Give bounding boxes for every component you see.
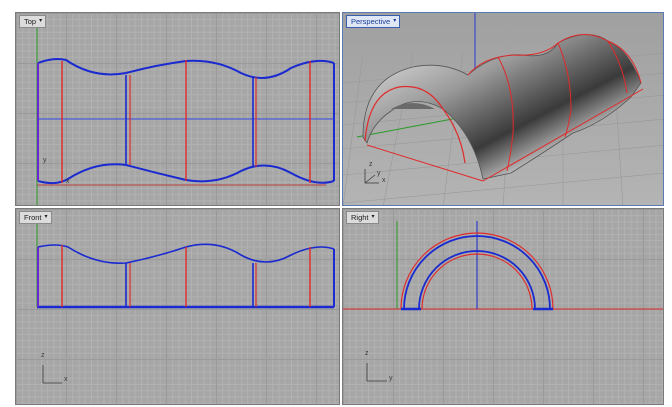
ridge-curve — [467, 34, 642, 84]
viewport-front[interactable]: Front ▾ z x — [15, 208, 340, 405]
axis-gizmo — [42, 365, 62, 384]
y-axis-line — [356, 116, 464, 138]
viewport-perspective[interactable]: Perspective ▾ — [342, 12, 664, 206]
arch-section-curve — [607, 40, 628, 94]
axis-label-z: z — [41, 352, 45, 359]
viewport-tab-top[interactable]: Top ▾ — [19, 15, 47, 28]
front-view-geometry — [36, 221, 335, 384]
axis-label-z: z — [369, 161, 373, 168]
arch-opening — [391, 103, 435, 109]
right-view-geometry — [343, 221, 663, 382]
outer-arch-red — [400, 232, 554, 310]
viewport-tab-label: Top — [24, 17, 37, 26]
axis-label-x: x — [66, 178, 70, 185]
base-edge — [366, 144, 484, 182]
inner-arch-red — [421, 253, 533, 310]
arch-section-curve — [497, 56, 514, 172]
viewport-tab-label: Perspective — [351, 17, 391, 26]
outer-arch-blue — [403, 235, 551, 310]
viewport-tab-front[interactable]: Front ▾ — [19, 211, 52, 224]
chevron-down-icon[interactable]: ▾ — [371, 214, 375, 220]
perspective-view-geometry — [343, 13, 663, 205]
viewport-tab-label: Front — [24, 213, 42, 222]
base-edge — [482, 88, 644, 182]
viewport-tab-label: Right — [351, 213, 369, 222]
chevron-down-icon[interactable]: ▾ — [393, 18, 397, 24]
axis-label-x: x — [382, 177, 386, 184]
viewport-tab-right[interactable]: Right ▾ — [346, 211, 379, 224]
chevron-down-icon[interactable]: ▾ — [44, 214, 48, 220]
axis-label-z: z — [365, 350, 369, 357]
viewport-right[interactable]: Right ▾ z y — [342, 208, 664, 405]
axis-label-y: y — [377, 170, 381, 177]
top-view-geometry — [36, 23, 335, 205]
arch-section-curve — [364, 85, 466, 164]
axis-label-x: x — [64, 376, 68, 383]
arch-section-curve — [557, 42, 572, 138]
chevron-down-icon[interactable]: ▾ — [39, 18, 43, 24]
axis-gizmo — [364, 169, 379, 184]
axis-label-y: y — [43, 157, 47, 164]
viewport-tab-perspective[interactable]: Perspective ▾ — [346, 15, 401, 28]
inner-arch-blue — [418, 250, 536, 310]
viewport-top[interactable]: Top ▾ y x — [15, 12, 340, 206]
axis-gizmo — [366, 363, 387, 382]
axis-label-y: y — [389, 375, 393, 382]
